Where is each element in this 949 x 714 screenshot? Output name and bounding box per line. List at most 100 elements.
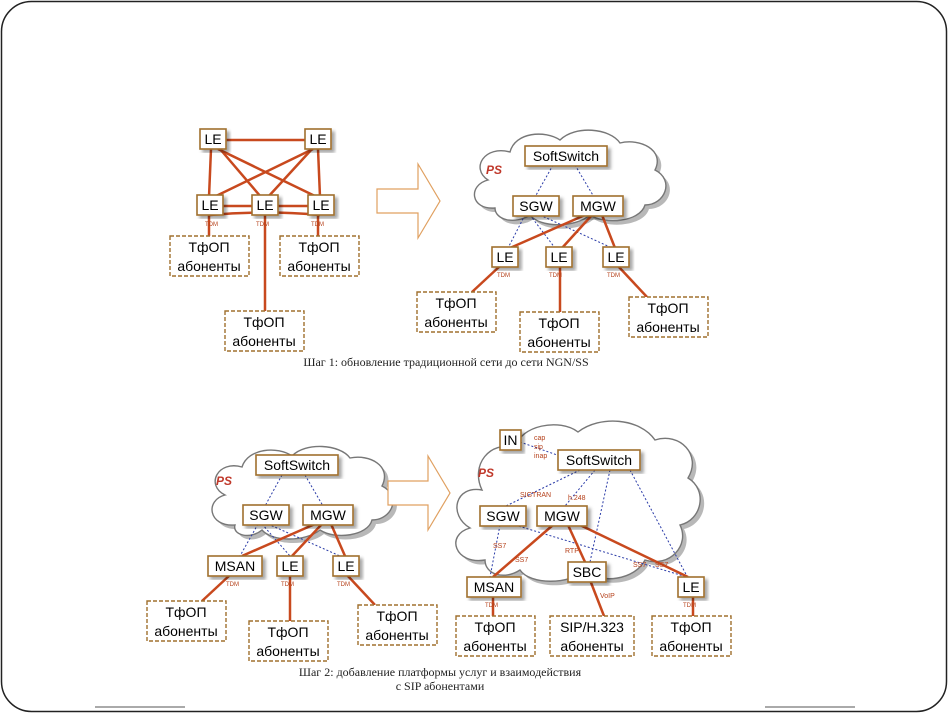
svg-text:TDM: TDM	[683, 603, 696, 609]
svg-text:LE: LE	[682, 579, 699, 595]
softswitch-node: SoftSwitch	[557, 449, 641, 471]
step2-extended-network: PS cap sip inap SIGTRAN h.248 SS7 SS7 RT…	[455, 420, 732, 657]
svg-text:ТфОП: ТфОП	[165, 604, 206, 620]
subscriber-box: ТфОП абоненты	[628, 296, 709, 338]
le-node: LE	[199, 128, 227, 150]
svg-text:TDM: TDM	[337, 582, 350, 588]
svg-text:inap: inap	[534, 453, 547, 460]
svg-text:ТфОП: ТфОП	[474, 619, 515, 635]
svg-text:MGW: MGW	[580, 198, 617, 214]
mgw-node: MGW	[572, 195, 624, 217]
svg-text:абоненты: абоненты	[177, 258, 240, 274]
svg-text:SoftSwitch: SoftSwitch	[533, 148, 599, 164]
svg-text:абоненты: абоненты	[659, 638, 722, 654]
svg-text:sip: sip	[534, 444, 543, 451]
svg-text:ТфОП: ТфОП	[298, 239, 339, 255]
svg-text:TDM: TDM	[497, 273, 510, 279]
sgw-node: SGW	[242, 504, 290, 526]
le-node: LE	[491, 246, 519, 268]
svg-text:TDM: TDM	[485, 603, 498, 609]
svg-text:LE: LE	[201, 197, 218, 213]
svg-text:SS7: SS7	[493, 543, 506, 550]
svg-text:ТфОП: ТфОП	[435, 295, 476, 311]
step1-ngn-network: PS SoftSwitch SGW MGW LE	[416, 129, 709, 353]
subscriber-box: ТфОП абоненты	[357, 604, 438, 646]
svg-text:cap: cap	[534, 435, 545, 442]
svg-text:SS7: SS7	[515, 557, 528, 564]
le-node: LE	[196, 194, 224, 216]
subscriber-box: ТфОП абоненты	[169, 235, 250, 277]
svg-text:ТфОП: ТфОП	[188, 239, 229, 255]
svg-text:TDM: TDM	[607, 273, 620, 279]
transition-arrow	[387, 453, 451, 533]
svg-text:TDM: TDM	[205, 222, 218, 228]
msan-node: MSAN	[466, 576, 522, 598]
svg-text:VoIP: VoIP	[600, 593, 615, 600]
softswitch-node: SoftSwitch	[255, 454, 339, 476]
subscriber-box: ТфОП абоненты	[416, 291, 497, 333]
subscriber-box: ТфОП абоненты	[279, 235, 360, 277]
svg-text:h.248: h.248	[568, 495, 586, 502]
le-node: LE	[307, 194, 335, 216]
svg-text:PS: PS	[478, 466, 494, 480]
svg-text:SoftSwitch: SoftSwitch	[566, 452, 632, 468]
le-node: LE	[602, 246, 630, 268]
svg-text:MSAN: MSAN	[474, 579, 514, 595]
sip-subscriber-box: SIP/H.323 абоненты	[549, 615, 635, 657]
sbc-node: SBC	[567, 561, 607, 583]
sgw-node: SGW	[479, 505, 527, 527]
svg-text:SGW: SGW	[519, 198, 553, 214]
subscriber-box: ТфОП абоненты	[651, 615, 732, 657]
le-node: LE	[677, 576, 705, 598]
svg-text:ТфОП: ТфОП	[670, 619, 711, 635]
svg-text:LE: LE	[204, 131, 221, 147]
svg-text:SIP/H.323: SIP/H.323	[560, 619, 624, 635]
le-node: LE	[304, 128, 332, 150]
svg-text:LE: LE	[281, 558, 298, 574]
svg-text:абоненты: абоненты	[636, 319, 699, 335]
svg-text:MSAN: MSAN	[215, 558, 255, 574]
le-node: LE	[276, 555, 304, 577]
svg-text:LE: LE	[256, 197, 273, 213]
svg-text:TDM: TDM	[226, 582, 239, 588]
step2-ngn-network: PS SoftSwitch SGW MGW MSAN LE	[146, 445, 438, 662]
step1-traditional-network: LE LE LE LE LE TDM TDM TDM ТфОП абоненты…	[169, 128, 360, 352]
sgw-node: SGW	[512, 195, 560, 217]
svg-text:ТфОП: ТфОП	[647, 300, 688, 316]
subscriber-box: ТфОП абоненты	[146, 600, 227, 642]
svg-text:ТфОП: ТфОП	[538, 315, 579, 331]
svg-text:MGW: MGW	[310, 507, 347, 523]
svg-text:абоненты: абоненты	[527, 334, 590, 350]
in-node: IN	[499, 429, 522, 451]
msan-node: MSAN	[207, 555, 263, 577]
svg-text:LE: LE	[312, 197, 329, 213]
subscriber-box: ТфОП абоненты	[455, 615, 536, 657]
svg-text:LE: LE	[550, 249, 567, 265]
svg-text:LE: LE	[309, 131, 326, 147]
step1-caption: Шаг 1: обновление традиционной сети до с…	[303, 355, 588, 369]
svg-text:ТфОП: ТфОП	[267, 624, 308, 640]
svg-text:SGW: SGW	[249, 507, 283, 523]
mgw-node: MGW	[536, 505, 588, 527]
svg-text:SoftSwitch: SoftSwitch	[264, 457, 330, 473]
svg-text:абоненты: абоненты	[463, 638, 526, 654]
svg-text:RTP: RTP	[565, 548, 579, 555]
svg-text:TDM: TDM	[549, 273, 562, 279]
svg-text:LE: LE	[496, 249, 513, 265]
svg-text:LE: LE	[607, 249, 624, 265]
svg-text:PS: PS	[486, 163, 502, 177]
softswitch-node: SoftSwitch	[524, 145, 608, 167]
svg-text:абоненты: абоненты	[287, 258, 350, 274]
svg-text:IN: IN	[504, 432, 518, 448]
svg-text:SIGTRAN: SIGTRAN	[520, 492, 551, 499]
le-node: LE	[251, 194, 279, 216]
step2-caption-line2: с SIP абонентами	[396, 679, 485, 693]
svg-text:ТфОП: ТфОП	[243, 314, 284, 330]
mgw-node: MGW	[302, 504, 354, 526]
le-node: LE	[332, 555, 360, 577]
svg-text:SBC: SBC	[573, 564, 602, 580]
svg-text:абоненты: абоненты	[560, 638, 623, 654]
step2-caption-line1: Шаг 2: добавление платформы услуг и взаи…	[299, 665, 582, 679]
